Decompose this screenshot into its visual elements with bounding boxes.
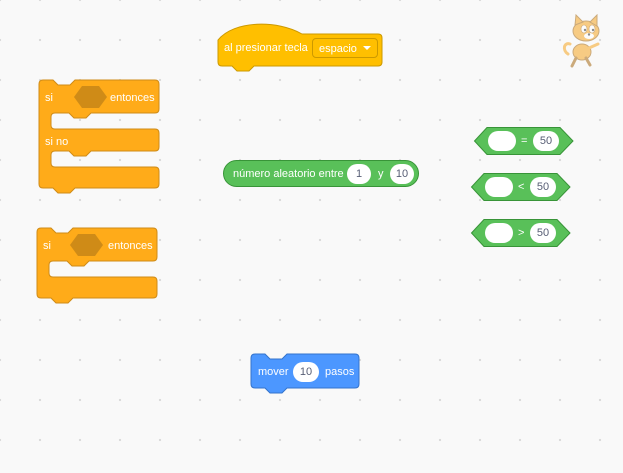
if-else-block-else-label: si no [45, 136, 69, 148]
less-than-left-input[interactable] [485, 177, 513, 197]
if-block-if-label: si [43, 240, 51, 252]
scratch-cat-icon [562, 14, 600, 68]
if-else-block-shape [38, 79, 160, 194]
less-than-operator-symbol: < [518, 181, 525, 193]
move-block-label-suffix: pasos [325, 366, 355, 378]
greater-than-left-input[interactable] [485, 223, 513, 243]
random-to-input[interactable]: 10 [390, 164, 414, 184]
chevron-down-icon [362, 46, 371, 51]
move-steps-input[interactable]: 10 [293, 362, 319, 382]
empty-condition-slot[interactable] [74, 86, 107, 108]
if-block-then-label: entonces [108, 240, 153, 252]
key-dropdown-value: espacio [319, 43, 357, 55]
event-block-label: al presionar tecla [224, 42, 308, 54]
random-number-block-shape [223, 160, 419, 187]
greater-than-operator-symbol: > [518, 227, 525, 239]
if-else-block-if-label: si [45, 92, 53, 104]
less-than-right-input[interactable]: 50 [530, 177, 556, 197]
equals-operator-symbol: = [521, 135, 528, 147]
empty-condition-slot[interactable] [70, 234, 103, 256]
event-block-shape [217, 23, 383, 72]
random-from-input[interactable]: 1 [347, 164, 371, 184]
move-block-label-prefix: mover [258, 366, 289, 378]
if-block-shape [36, 227, 158, 304]
greater-than-right-input[interactable]: 50 [530, 223, 556, 243]
random-number-block-label: número aleatorio entre [233, 168, 344, 180]
equals-left-input[interactable] [488, 131, 516, 151]
if-else-block-then-label: entonces [110, 92, 155, 104]
random-and-label: y [378, 168, 384, 180]
equals-right-input[interactable]: 50 [533, 131, 559, 151]
key-dropdown[interactable]: espacio [312, 38, 378, 58]
